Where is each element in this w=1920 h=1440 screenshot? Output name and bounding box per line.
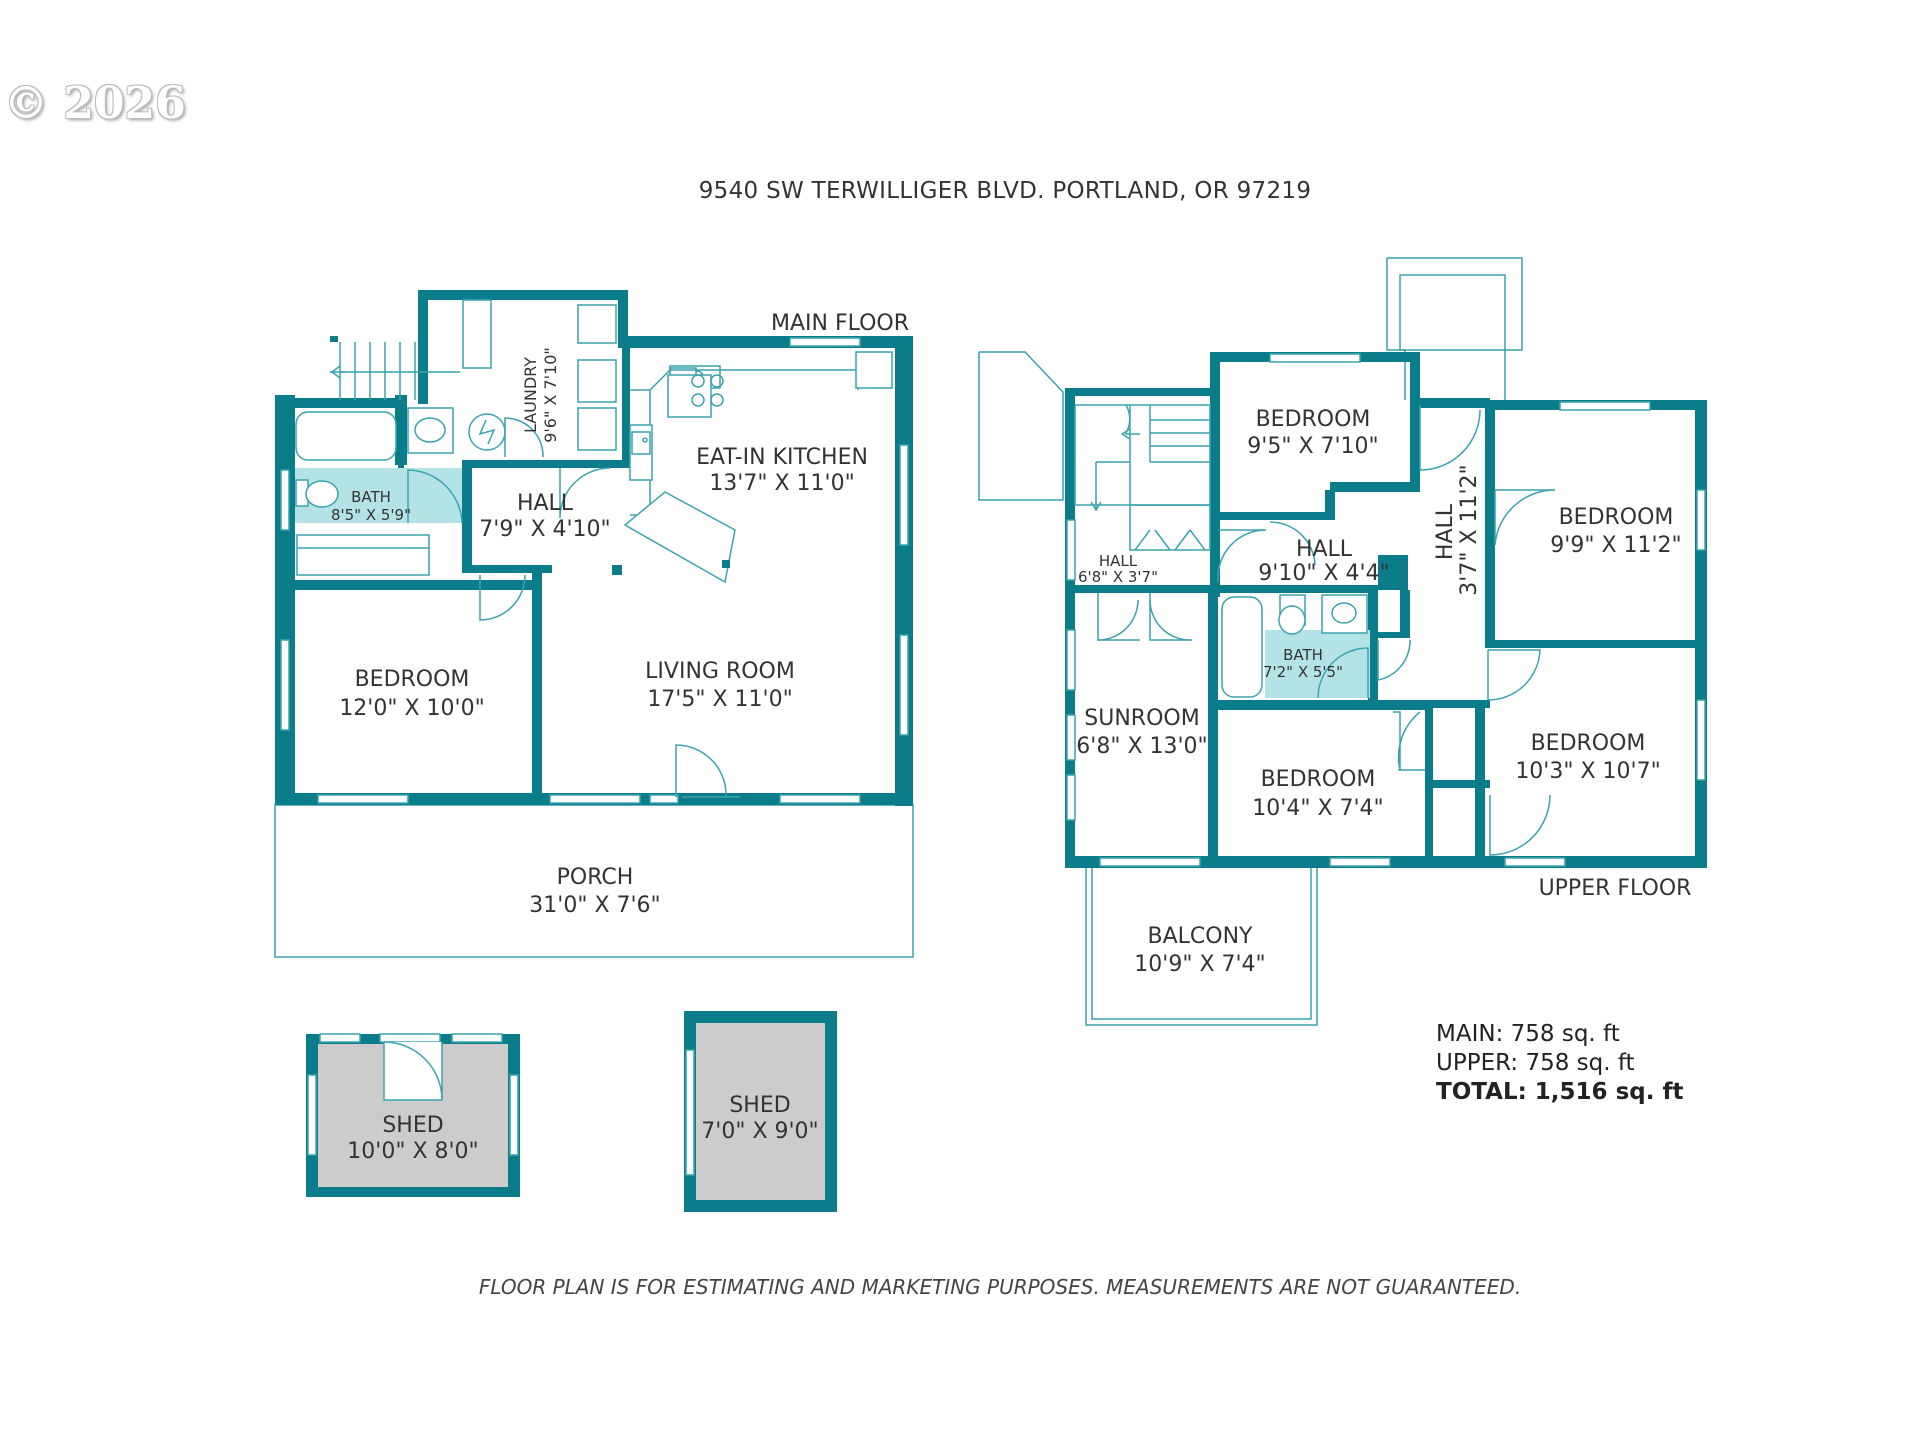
shed-2-name: SHED xyxy=(729,1093,790,1118)
shed-2-dim: 7'0" X 9'0" xyxy=(701,1119,818,1144)
property-address: 9540 SW TERWILLIGER BLVD. PORTLAND, OR 9… xyxy=(698,178,1312,204)
porch-dim: 31'0" X 7'6" xyxy=(529,893,660,918)
bedroom-top-name: BEDROOM xyxy=(1256,407,1371,432)
bedroom-right-name: BEDROOM xyxy=(1559,505,1674,530)
balcony-name: BALCONY xyxy=(1148,924,1254,949)
main-bedroom-name: BEDROOM xyxy=(355,667,470,692)
laundry-dim: 9'6" X 7'10" xyxy=(541,347,560,443)
living-room-name: LIVING ROOM xyxy=(645,659,795,684)
living-room-dim: 17'5" X 11'0" xyxy=(647,687,792,712)
main-hall-dim: 7'9" X 4'10" xyxy=(479,517,610,542)
sunroom-name: SUNROOM xyxy=(1084,706,1199,731)
main-bath-name: BATH xyxy=(351,488,391,506)
bedroom-mid-dim: 10'4" X 7'4" xyxy=(1252,796,1383,821)
upper-bath-dim: 7'2" X 5'5" xyxy=(1263,663,1343,681)
area-upper: UPPER: 758 sq. ft xyxy=(1436,1050,1635,1076)
shed-1 xyxy=(306,1033,520,1197)
balcony-dim: 10'9" X 7'4" xyxy=(1134,952,1265,977)
area-main: MAIN: 758 sq. ft xyxy=(1436,1021,1620,1047)
hall-small-dim: 6'8" X 3'7" xyxy=(1078,568,1158,586)
bedroom-br-name: BEDROOM xyxy=(1531,731,1646,756)
upper-bath-fill xyxy=(1265,630,1370,698)
shed-2 xyxy=(684,1011,837,1212)
bedroom-right-dim: 9'9" X 11'2" xyxy=(1550,533,1681,558)
shed-1-name: SHED xyxy=(382,1113,443,1138)
bedroom-top-dim: 9'5" X 7'10" xyxy=(1247,434,1378,459)
main-bedroom-dim: 12'0" X 10'0" xyxy=(339,696,484,721)
main-hall-name: HALL xyxy=(517,491,574,516)
hall-small-name: HALL xyxy=(1099,552,1138,570)
main-floor-title: MAIN FLOOR xyxy=(771,311,909,336)
bedroom-br-dim: 10'3" X 10'7" xyxy=(1515,759,1660,784)
main-floor xyxy=(274,290,914,958)
upper-bath-name: BATH xyxy=(1283,646,1323,664)
bedroom-mid-name: BEDROOM xyxy=(1261,767,1376,792)
laundry-name: LAUNDRY xyxy=(521,357,540,433)
hall-main-name: HALL xyxy=(1296,537,1353,562)
copyright-watermark: © 2026 xyxy=(4,78,186,129)
disclaimer: FLOOR PLAN IS FOR ESTIMATING AND MARKETI… xyxy=(478,1275,1522,1299)
sunroom-dim: 6'8" X 13'0" xyxy=(1076,734,1207,759)
hall-vertical-dim: 3'7" X 11'2" xyxy=(1457,464,1482,595)
area-total: TOTAL: 1,516 sq. ft xyxy=(1436,1079,1684,1105)
area-summary: MAIN: 758 sq. ft UPPER: 758 sq. ft TOTAL… xyxy=(1436,1020,1683,1107)
main-bath-dim: 8'5" X 5'9" xyxy=(331,506,411,524)
upper-floor xyxy=(978,257,1707,1026)
hall-main-dim: 9'10" X 4'4" xyxy=(1258,561,1389,586)
hall-vertical-name: HALL xyxy=(1433,503,1458,560)
porch-name: PORCH xyxy=(557,865,634,890)
kitchen-name: EAT-IN KITCHEN xyxy=(696,445,868,470)
kitchen-dim: 13'7" X 11'0" xyxy=(709,471,854,496)
upper-floor-title: UPPER FLOOR xyxy=(1539,876,1692,901)
shed-1-dim: 10'0" X 8'0" xyxy=(347,1139,478,1164)
